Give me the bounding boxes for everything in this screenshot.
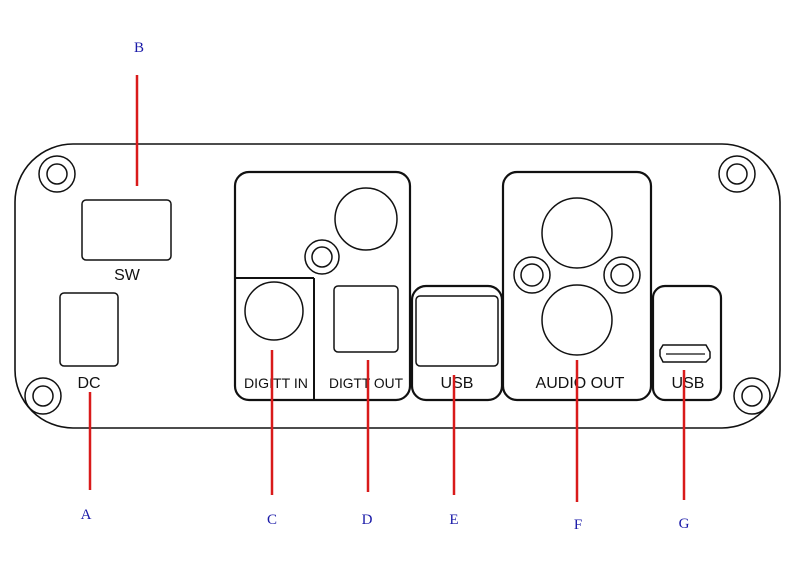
callout-f: F [574,517,582,533]
digital-out-port [333,285,399,353]
digital-block [233,170,412,402]
usb-g-block [651,284,723,402]
digital-small-ring-inner [311,246,333,268]
usb-e-label: USB [441,375,474,392]
audio-out-label: AUDIO OUT [536,375,625,392]
audio-ring-right-inner [610,263,634,287]
callout-e: E [449,512,458,528]
digital-in-port [244,281,304,341]
callout-c: C [267,512,277,528]
callout-g: G [679,516,690,532]
usb-mini-port [659,344,711,363]
sw-label: SW [114,267,141,284]
audio-ring-left-inner [520,263,544,287]
callout-d: D [362,512,373,528]
audio-ring-right [603,256,641,294]
usb-e-port [415,295,499,367]
digital-in-label: DIGITT IN [244,375,308,391]
callout-b: B [134,40,144,56]
screw-bottom-left [24,377,62,415]
screw-top-right [718,155,756,193]
audio-out-port-bottom [541,284,613,356]
audio-ring-left [513,256,551,294]
dc-label: DC [77,375,100,392]
digital-out-label: DIGTT OUT [329,375,403,391]
digital-small-ring [304,239,340,275]
screw-top-left [38,155,76,193]
power-switch [81,199,172,261]
screw-bottom-right [733,377,771,415]
audio-out-port-top [541,197,613,269]
usb-g-label: USB [672,375,705,392]
dc-jack [59,292,119,367]
device-panel-outline [14,143,781,429]
callout-a: A [81,507,92,523]
digital-coax-port [334,187,398,251]
